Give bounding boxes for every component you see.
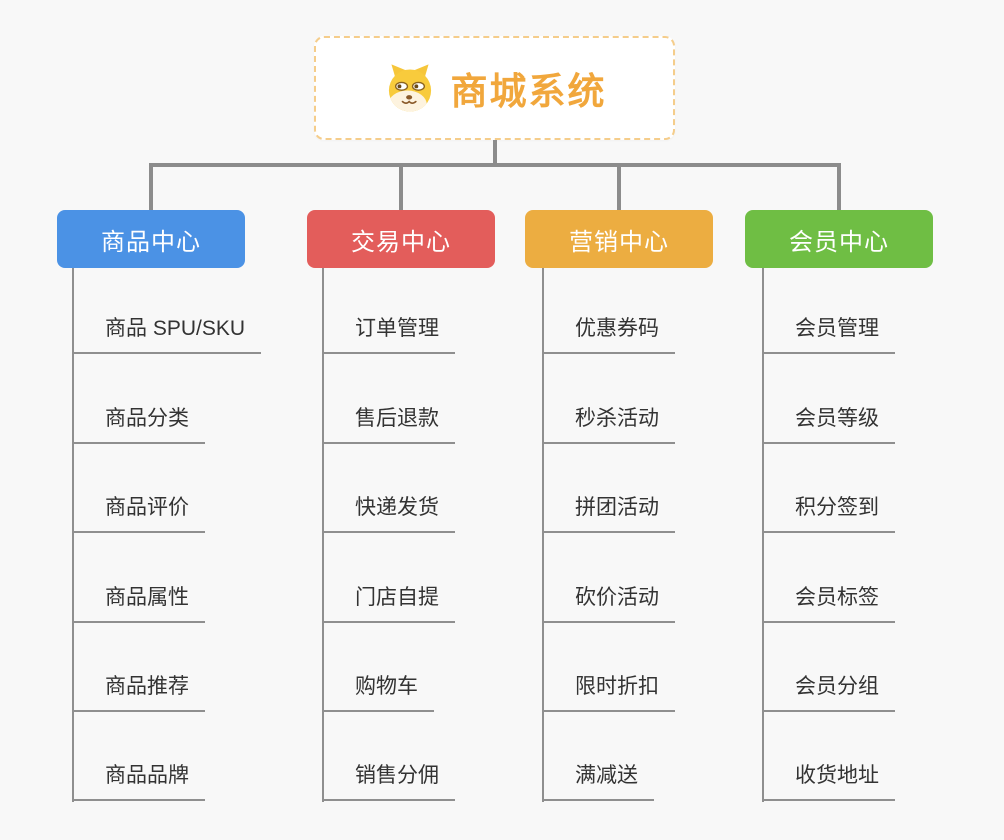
leaf-node[interactable]: 快递发货: [324, 493, 455, 533]
leaf-node[interactable]: 售后退款: [324, 404, 455, 444]
branch-box-trade-center[interactable]: 交易中心: [307, 210, 495, 268]
connector-drop-products: [149, 163, 153, 210]
leaf-node[interactable]: 商品 SPU/SKU: [74, 314, 262, 354]
leaf-node[interactable]: 砍价活动: [544, 583, 675, 623]
leaf-node[interactable]: 购物车: [324, 672, 434, 712]
branch-box-marketing-center[interactable]: 营销中心: [525, 210, 713, 268]
root-title: 商城系统: [450, 71, 607, 112]
branch-items-trade-center: 订单管理 售后退款 快递发货 门店自提 购物车 销售分佣: [322, 268, 572, 802]
leaf-node[interactable]: 秒杀活动: [544, 404, 675, 444]
branch-box-product-center[interactable]: 商品中心: [57, 210, 245, 268]
leaf-node[interactable]: 会员分组: [764, 672, 895, 712]
leaf-node[interactable]: 商品评价: [74, 493, 205, 533]
branch-label: 商品中心: [101, 228, 201, 256]
leaf-node[interactable]: 限时折扣: [544, 672, 675, 712]
branch-items-member-center: 会员管理 会员等级 积分签到 会员标签 会员分组 收货地址: [762, 268, 1004, 802]
doge-icon: [388, 64, 431, 112]
connector-root-stub: [493, 140, 497, 167]
leaf-node[interactable]: 优惠券码: [544, 314, 675, 354]
leaf-node[interactable]: 商品品牌: [74, 761, 205, 801]
branch-label: 会员中心: [789, 228, 889, 256]
leaf-node[interactable]: 积分签到: [764, 493, 895, 533]
connector-drop-marketing: [617, 163, 621, 210]
connector-drop-members: [837, 163, 841, 210]
leaf-node[interactable]: 拼团活动: [544, 493, 675, 533]
leaf-node[interactable]: 商品推荐: [74, 672, 205, 712]
leaf-node[interactable]: 订单管理: [324, 314, 455, 354]
leaf-node[interactable]: 收货地址: [764, 761, 895, 801]
connector-drop-trade: [399, 163, 403, 210]
leaf-node[interactable]: 满减送: [544, 761, 654, 801]
leaf-node[interactable]: 商品属性: [74, 583, 205, 623]
leaf-node[interactable]: 会员等级: [764, 404, 895, 444]
leaf-node[interactable]: 会员标签: [764, 583, 895, 623]
branch-items-product-center: 商品 SPU/SKU 商品分类 商品评价 商品属性 商品推荐 商品品牌: [72, 268, 322, 802]
leaf-node[interactable]: 商品分类: [74, 404, 205, 444]
leaf-node[interactable]: 销售分佣: [324, 761, 455, 801]
branch-items-marketing-center: 优惠券码 秒杀活动 拼团活动 砍价活动 限时折扣 满减送: [542, 268, 792, 802]
branch-box-member-center[interactable]: 会员中心: [745, 210, 933, 268]
branch-label: 营销中心: [569, 228, 669, 256]
connector-bus: [149, 163, 840, 167]
root-node[interactable]: 商城系统: [314, 36, 675, 140]
leaf-node[interactable]: 会员管理: [764, 314, 895, 354]
leaf-node[interactable]: 门店自提: [324, 583, 455, 623]
branch-label: 交易中心: [351, 228, 451, 256]
